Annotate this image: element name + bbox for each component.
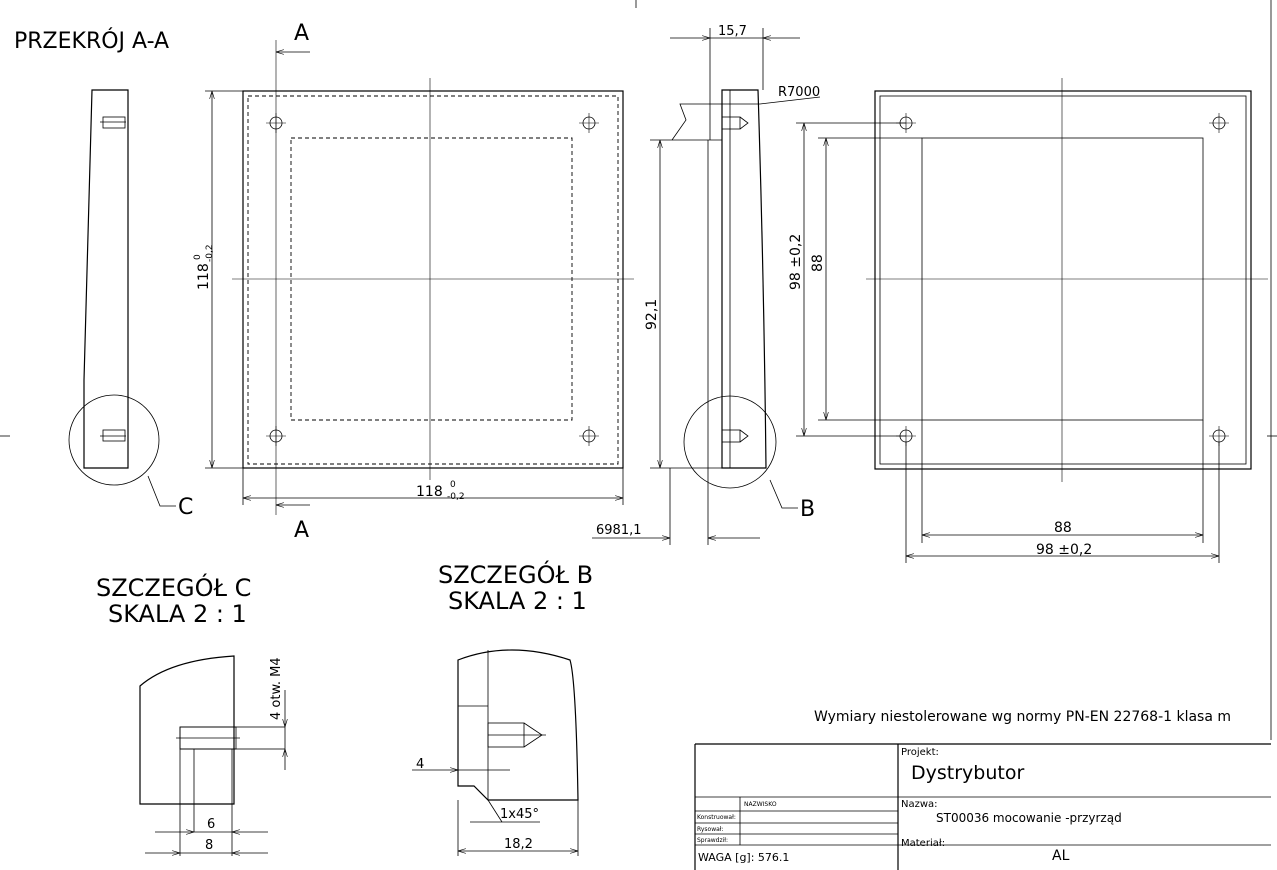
nazwa-value: ST00036 mocowanie -przyrząd [936,811,1122,825]
svg-text:0: 0 [450,480,456,490]
dim-inner-v: 88 [810,254,826,272]
dim-height-118: 118 [196,263,212,290]
nazwisko-label: NAZWISKO [744,801,777,808]
detail-b-circle [683,395,777,489]
svg-text:0: 0 [193,254,203,260]
projekt-label: Projekt: [901,747,939,758]
dim-hole-pitch-v: 98 ±0,2 [788,234,804,290]
svg-text:-0,2: -0,2 [447,492,465,502]
projekt-value: Dystrybutor [911,762,1024,784]
section-a-a-view: PRZEKRÓJ A-A C [14,28,193,520]
side-view: B 15,7 R7000 92,1 6981,1 [592,24,820,545]
konstruowal-label: Konstruował: [697,814,736,821]
dim-b-4: 4 [416,757,424,772]
tolerance-note: Wymiary niestolerowane wg normy PN-EN 22… [814,709,1231,725]
back-holes [896,113,1229,446]
front-view: A A 118 0 -0,2 118 0 -0,2 [193,21,634,543]
title-block: Projekt: Dystrybutor Nazwa: ST00036 moco… [694,743,1271,870]
dim-thickness: 15,7 [718,24,747,39]
detail-b-marker: B [800,497,815,522]
detail-b-title: SZCZEGÓŁ B [438,559,593,589]
nazwa-label: Nazwa: [901,799,938,810]
detail-c-scale: SKALA 2 : 1 [108,600,247,628]
section-marker-bottom: A [294,518,309,543]
detail-c-view: SZCZEGÓŁ C SKALA 2 : 1 4 otw. M4 6 8 [96,572,285,856]
dim-inner-h: 88 [1054,520,1072,536]
front-outline [242,90,624,469]
dim-offset: 6981,1 [596,523,642,538]
material-label: Materiał: [901,838,945,849]
section-marker-top: A [294,21,309,46]
material-value: AL [1052,848,1070,864]
back-view: 98 ±0,2 88 88 98 ±0,2 [788,78,1268,563]
section-profile [83,89,129,469]
detail-b-view: SZCZEGÓŁ B SKALA 2 : 1 18,2 4 1x45° [412,559,593,856]
dim-b-chamfer: 1x45° [500,807,539,822]
rysowal-label: Rysował: [697,826,724,833]
dim-c-hole: 4 otw. M4 [269,657,284,720]
detail-b-scale: SKALA 2 : 1 [448,587,587,615]
dim-hole-pitch-h: 98 ±0,2 [1036,542,1092,558]
dim-radius: R7000 [778,85,820,100]
dim-b-182: 18,2 [504,837,533,852]
detail-c-title: SZCZEGÓŁ C [96,572,251,602]
section-label: PRZEKRÓJ A-A [14,28,169,54]
dim-c-6: 6 [207,817,215,832]
svg-text:-0,2: -0,2 [205,244,215,262]
dim-c-8: 8 [205,838,213,853]
side-profile [721,89,767,469]
detail-c-profile [139,655,235,805]
dim-height-921: 92,1 [644,299,660,330]
waga-label: WAGA [g]: 576.1 [698,851,789,864]
detail-b-profile [457,649,579,801]
back-outline [874,90,1252,470]
front-holes [266,113,599,446]
detail-c-circle [68,394,160,486]
detail-c-marker: C [178,495,193,520]
sprawdzil-label: Sprawdził: [697,837,728,844]
dim-width-118: 118 [416,484,443,500]
